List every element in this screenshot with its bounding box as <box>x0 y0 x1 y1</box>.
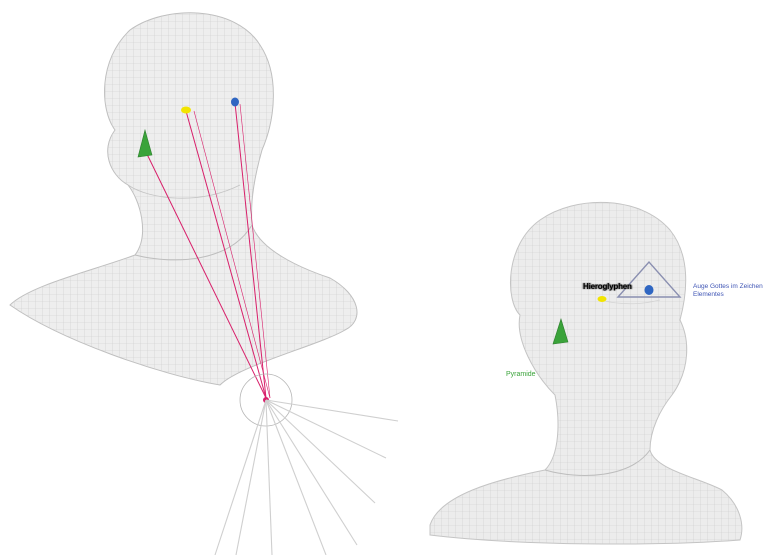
eye-of-god-label-line1: Auge Gottes im Zeichen <box>693 283 763 291</box>
eye-of-god-label-line2: Elementes <box>693 291 763 299</box>
hidden-label: Hieroglyphen <box>583 282 632 291</box>
left-wireframe-head <box>10 13 357 385</box>
eye-of-god-label: Auge Gottes im Zeichen Elementes <box>693 283 763 299</box>
right-wireframe-head <box>430 202 742 544</box>
hidden-dot-icon <box>181 107 191 114</box>
eye-dot-icon <box>231 98 239 107</box>
projection-rays <box>215 400 398 555</box>
hidden-dot-icon <box>598 296 607 302</box>
eye-dot-icon <box>645 285 654 295</box>
pyramid-label: Pyramide <box>506 371 536 378</box>
